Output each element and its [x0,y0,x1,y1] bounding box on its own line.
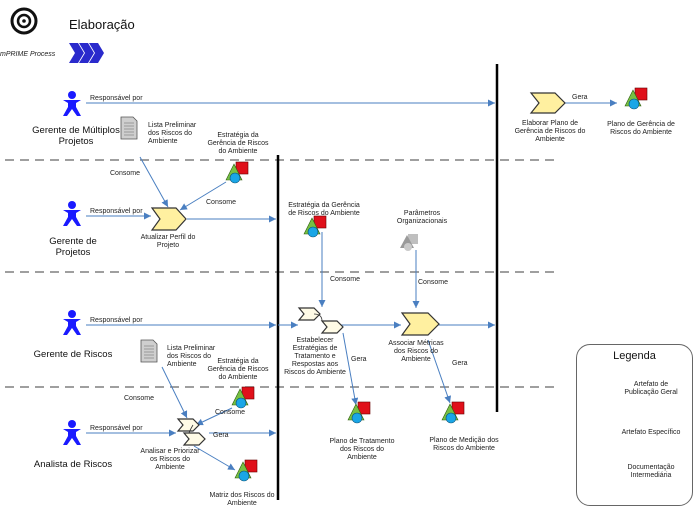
role-gerente-projetos: Gerente de Projetos [49,236,97,258]
estrategia-artifact-2 [303,215,327,238]
legend-label-especifico: Artefato Específico [621,429,681,436]
activity-associar: Associar Métricas dos Riscos do Ambiente [388,340,444,363]
plano-gerencia-artifact [624,87,648,110]
edge-label-consome: Consome [330,276,360,283]
role-gerente-riscos: Gerente de Riscos [33,349,113,360]
actor-icon [63,420,81,445]
artifact-plano-gerencia: Plano de Gerência de Riscos do Ambiente [607,121,675,136]
artifact-matriz: Matriz dos Riscos do Ambiente [209,492,275,507]
plano-tratamento-artifact [347,401,371,424]
process-subtitle: mPRIME Process [0,51,56,58]
artifact-plano-tratamento: Plano de Tratamento dos Riscos do Ambien… [329,438,395,461]
role-analista-riscos: Analista de Riscos [33,459,113,470]
actor-icon [63,91,81,116]
artifact-plano-medicao: Plano de Medição dos Riscos do Ambiente [429,437,499,452]
artifact-lista-preliminar-2: Lista Preliminar dos Riscos do Ambiente [167,345,216,368]
activity-analisar: Analisar e Priorizar os Riscos do Ambien… [140,448,200,471]
legend-box: Legenda [576,344,693,506]
mprime-logo [10,7,38,35]
legend-label-documentacao: Documentação Intermediária [627,464,675,479]
edge-label-responsavel: Responsável por [90,425,143,432]
edge-label-gera: Gera [452,360,468,367]
lista-preliminar-doc-1 [120,116,138,140]
edge-label-gera: Gera [572,94,588,101]
parametros-artifact [400,234,418,251]
activity-shapes [150,92,566,446]
activity-elaborar-plano: Elaborar Plano de Gerência de Riscos do … [514,120,586,143]
page-title: Elaboração [69,17,135,32]
edge-label-gera: Gera [351,356,367,363]
artifact-estrategia-3: Estratégia da Gerência de Riscos do Ambi… [207,358,269,381]
artifact-estrategia-2: Estratégia da Gerência de Riscos do Ambi… [288,202,360,217]
artifact-parametros: Parâmetros Organizacionais [396,210,448,225]
estrategia-artifact-3 [231,386,255,409]
role-gerente-multiplos: Gerente de Múltiplos Projetos [32,125,120,147]
edge-label-consome: Consome [206,199,236,206]
actor-icon [63,201,81,226]
lista-preliminar-doc-2 [140,339,158,363]
edge-label-responsavel: Responsável por [90,208,143,215]
activity-atualizar-perfil: Atualizar Perfil do Projeto [140,234,196,249]
activity-estabelecer: Estabelecer Estratégias de Tratamento e … [284,337,346,376]
plano-medicao-artifact [441,401,465,424]
matriz-artifact [234,459,258,482]
legend-label-publicacao: Artefato de Publicação Geral [624,381,678,396]
process-chevrons [69,43,104,63]
edge-label-consome: Consome [215,409,245,416]
edge-label-consome: Consome [418,279,448,286]
actor-icon [63,310,81,335]
artifact-lista-preliminar-1: Lista Preliminar dos Riscos do Ambiente [148,122,197,145]
edge-label-consome: Consome [110,170,140,177]
edge-label-consome: Consome [124,395,154,402]
edge-label-gera: Gera [213,432,229,439]
edge-label-responsavel: Responsável por [90,95,143,102]
estrategia-artifact-1 [225,161,249,184]
edge-label-responsavel: Responsável por [90,317,143,324]
artifact-estrategia-1: Estratégia da Gerência de Riscos do Ambi… [207,132,269,155]
legend-title: Legenda [613,350,656,362]
